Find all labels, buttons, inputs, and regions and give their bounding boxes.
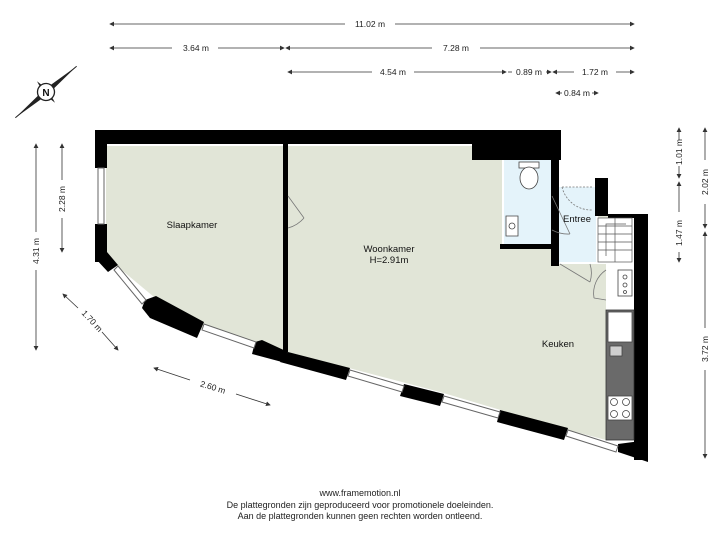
dim-mid-c: 1.72 m [582, 67, 608, 77]
walls [95, 130, 648, 462]
washbasin-icon [505, 215, 519, 237]
footer: www.framemotion.nl De plattegronden zijn… [0, 488, 720, 523]
dim-top-left: 3.64 m [183, 43, 209, 53]
toilet-icon [518, 161, 540, 190]
woonkamer-floor [288, 146, 606, 440]
dim-left-inner: 2.28 m [57, 186, 67, 212]
dim-top-total: 11.02 m [355, 19, 385, 29]
dim-right-1: 1.01 m [674, 139, 684, 165]
dim-right-3: 1.47 m [674, 220, 684, 246]
windows [97, 167, 619, 453]
slaapkamer-floor [106, 146, 285, 354]
door-entree-bottom [559, 263, 592, 283]
door-toilet [551, 195, 571, 235]
dim-top-right: 7.28 m [443, 43, 469, 53]
room-height-woonkamer: H=2.91m [370, 255, 409, 266]
stove-icon [607, 395, 633, 421]
dim-right-2: 2.02 m [700, 169, 710, 195]
dim-diag-small: 1.70 m [80, 308, 105, 334]
room-label-woonkamer: Woonkamer [363, 244, 414, 255]
dim-mid-b: 0.89 m [516, 67, 542, 77]
appliance-icon [617, 269, 633, 297]
footer-disclaimer-1: De plattegronden zijn geproduceerd voor … [226, 499, 494, 510]
kitchen-counter [605, 309, 635, 441]
doors [287, 186, 607, 301]
door-entree [561, 186, 593, 211]
compass-north-label: N [42, 88, 49, 99]
room-label-slaapkamer: Slaapkamer [167, 220, 218, 231]
entree-floor [556, 187, 596, 262]
door-stair [593, 269, 607, 301]
dim-mid-a: 4.54 m [380, 67, 406, 77]
dim-left-outer: 4.31 m [31, 238, 41, 264]
footer-disclaimer-2: Aan de plattegronden kunnen geen rechten… [237, 511, 483, 521]
room-label-keuken: Keuken [542, 339, 574, 350]
dim-right-4: 3.72 m [700, 336, 710, 362]
footer-website: www.framemotion.nl [319, 488, 401, 498]
fixtures [505, 161, 635, 441]
door-slaapkamer [287, 195, 305, 229]
dim-mid-d: 0.84 m [564, 88, 590, 98]
stairs [597, 217, 633, 263]
compass-icon: N [15, 65, 77, 119]
dim-diag-long: 2.60 m [199, 379, 227, 396]
room-label-entree: Entree [563, 214, 591, 225]
